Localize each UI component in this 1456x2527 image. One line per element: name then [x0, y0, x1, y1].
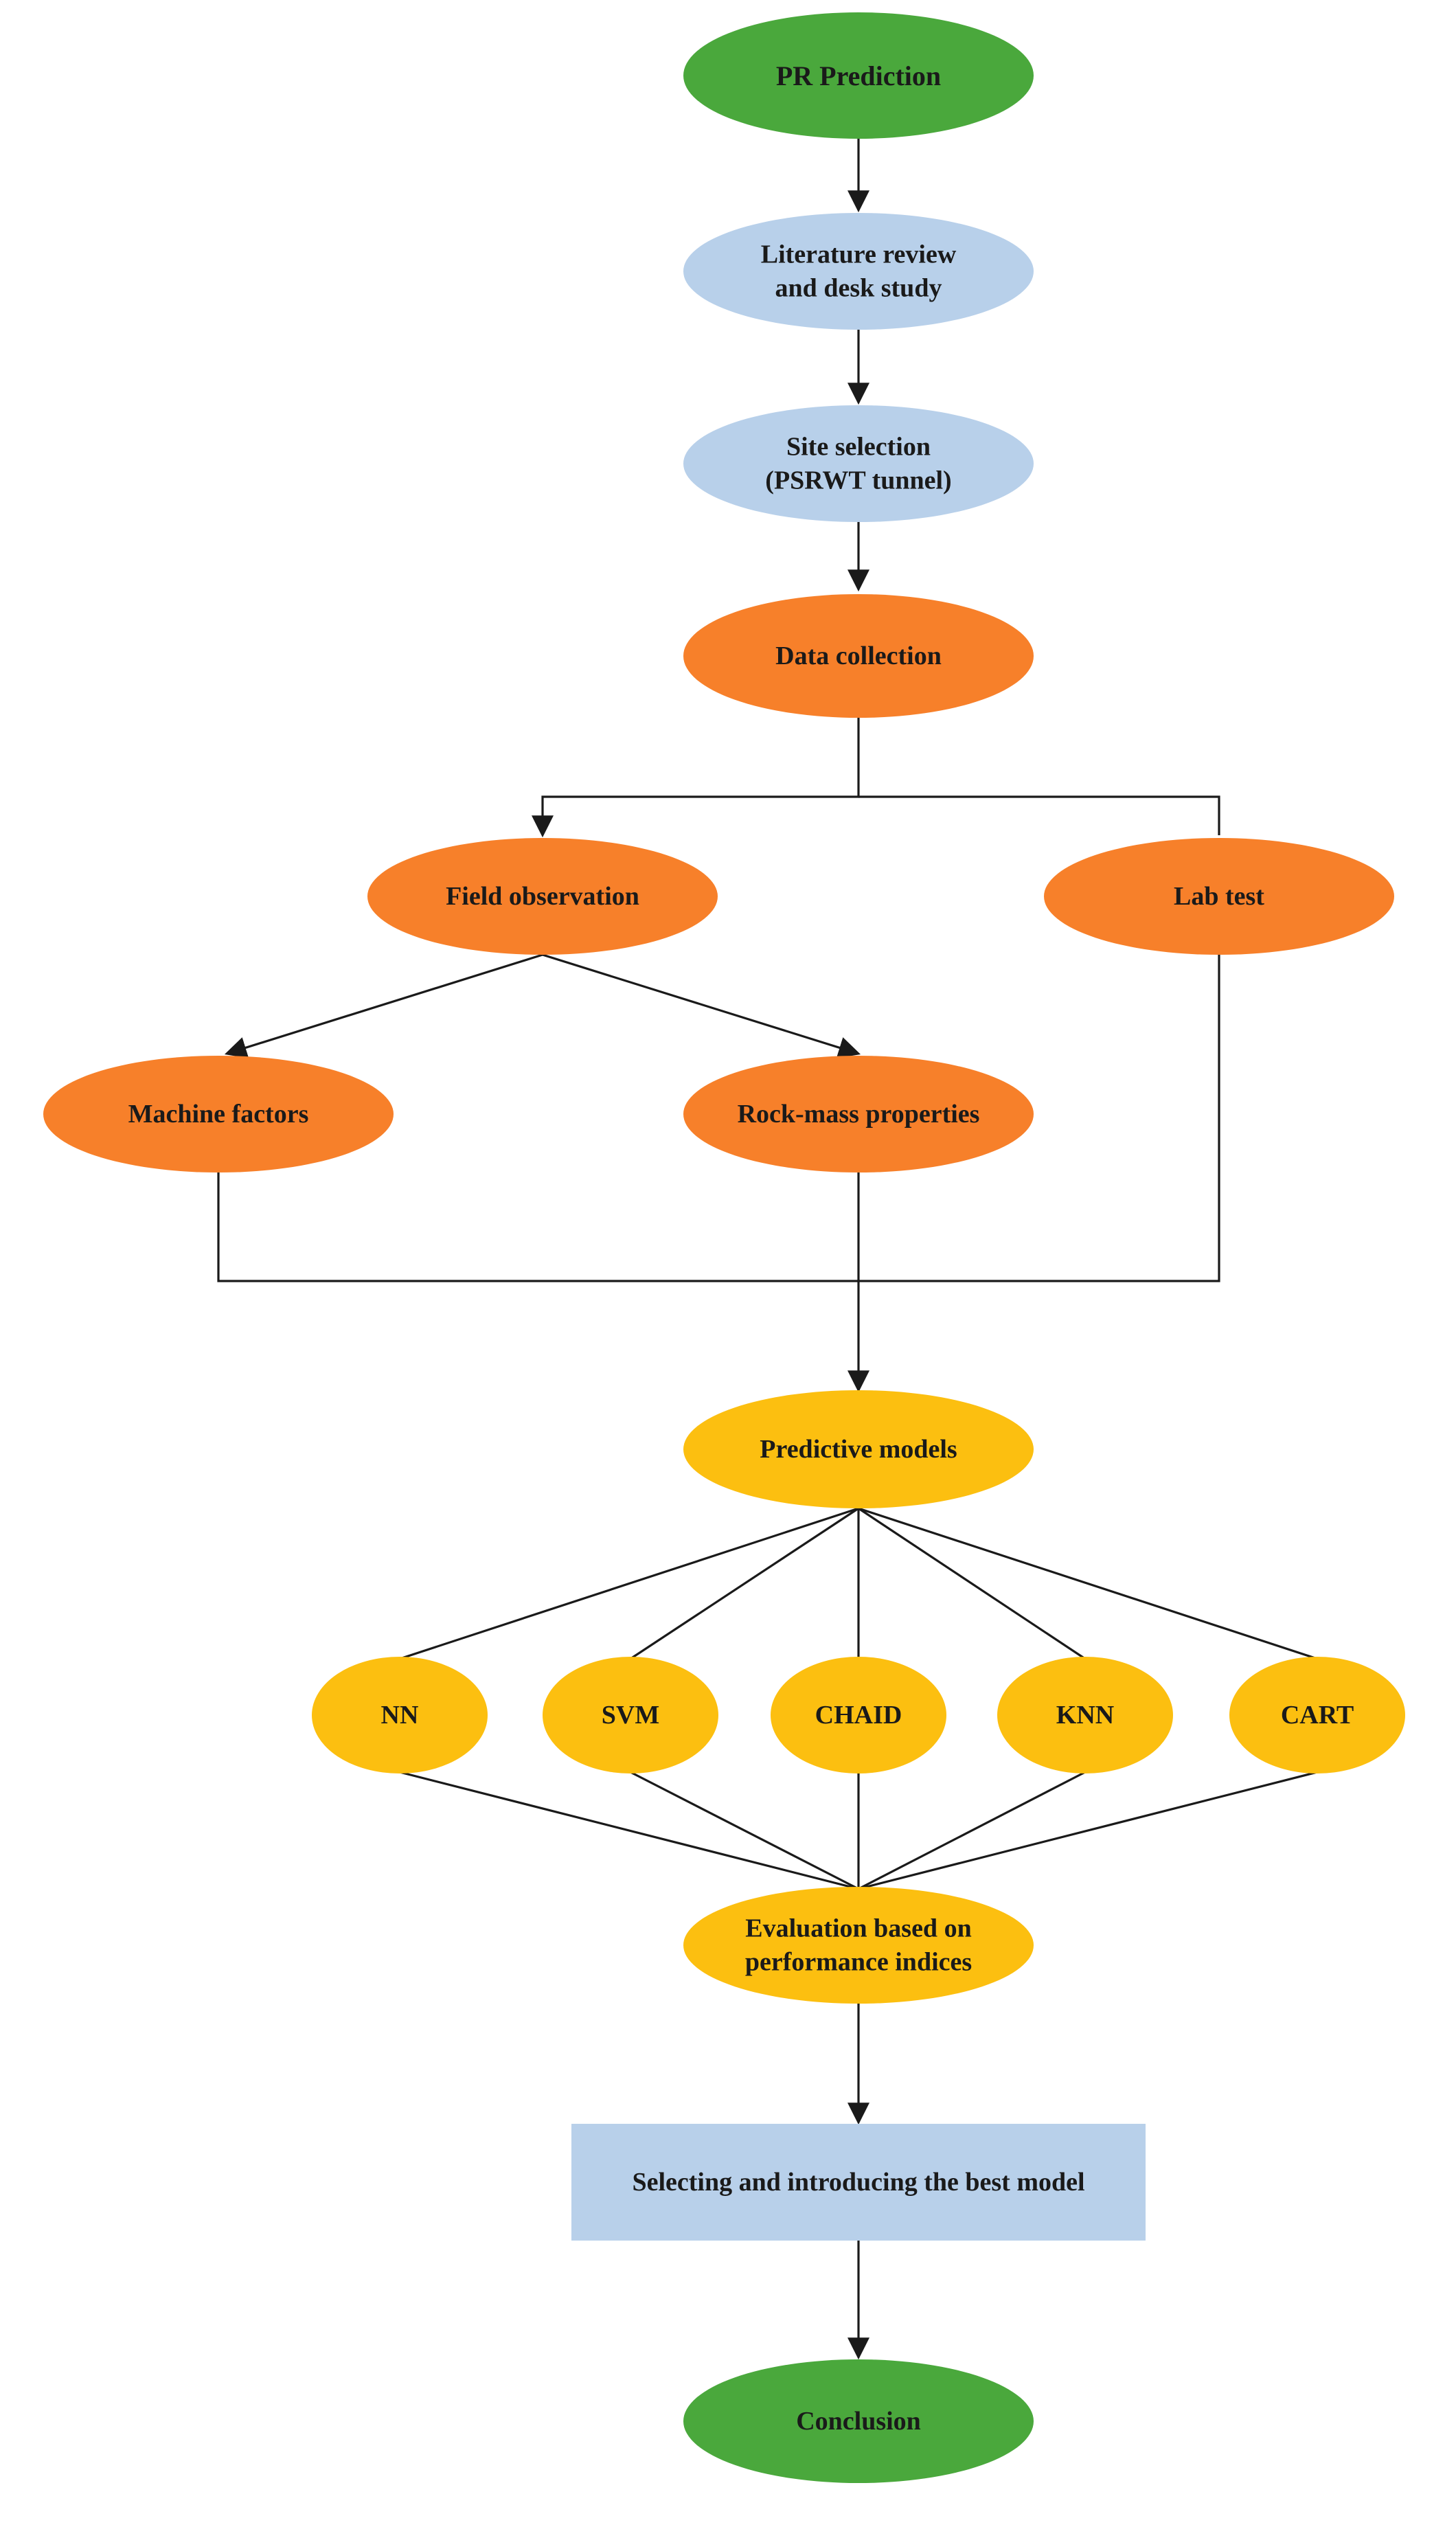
node-label: SVM: [602, 1701, 659, 1730]
node-label: Predictive models: [760, 1435, 957, 1464]
node-label-line: Site selection: [786, 432, 931, 461]
node-label-line: NN: [381, 1701, 419, 1730]
edge-data-to-lab: [858, 795, 1220, 835]
edge-field-to-machine: [224, 953, 543, 1058]
edge-data-split: [532, 718, 860, 838]
node-pr-prediction: PR Prediction: [683, 12, 1034, 139]
node-label-line: Data collection: [775, 642, 942, 670]
edge-machine-merge: [217, 955, 1220, 1282]
node-label-line: CART: [1281, 1701, 1354, 1730]
edge-predictive-cart: [858, 1507, 1318, 1660]
node-svm: SVM: [543, 1657, 718, 1774]
node-shape: [771, 1657, 946, 1774]
node-shape: [543, 1657, 718, 1774]
node-field-observation: Field observation: [367, 838, 718, 955]
node-label-line: Conclusion: [796, 2407, 921, 2436]
node-label: CART: [1281, 1701, 1354, 1730]
edge-predictive-nn: [399, 1507, 859, 1660]
node-shape: [997, 1657, 1173, 1774]
node-knn: KNN: [997, 1657, 1173, 1774]
node-label: Site selection (PSRWT tunnel): [765, 432, 951, 495]
node-lab-test: Lab test: [1044, 838, 1394, 955]
node-chaid: CHAID: [771, 1657, 946, 1774]
node-label: Data collection: [775, 642, 942, 670]
node-label: NN: [381, 1701, 419, 1730]
node-label-line: Rock-mass properties: [738, 1100, 980, 1129]
node-label-line: Lab test: [1174, 882, 1264, 911]
node-shape: [1044, 838, 1394, 955]
node-label-line: Evaluation based on: [745, 1914, 971, 1942]
node-label: CHAID: [815, 1701, 902, 1730]
node-shape: [683, 2359, 1034, 2483]
node-shape: [683, 12, 1034, 139]
node-label-line: SVM: [602, 1701, 659, 1730]
node-label-line: KNN: [1056, 1701, 1114, 1730]
edge-nn-eval: [399, 1771, 859, 1890]
node-label: Selecting and introducing the best model: [632, 2168, 1084, 2197]
node-evaluation: Evaluation based on performance indices: [683, 1887, 1034, 2004]
node-machine-factors: Machine factors: [43, 1056, 394, 1172]
node-shape: [571, 2124, 1146, 2241]
node-label: Field observation: [446, 882, 639, 911]
node-label: Rock-mass properties: [738, 1100, 980, 1129]
node-shape: [367, 838, 718, 955]
node-label: Machine factors: [128, 1100, 309, 1129]
node-rock-mass-properties: Rock-mass properties: [683, 1056, 1034, 1172]
edges: [217, 139, 1318, 2360]
node-label-line: CHAID: [815, 1701, 902, 1730]
node-label-line: Machine factors: [128, 1100, 309, 1129]
node-label-line: and desk study: [775, 274, 942, 303]
node-shape: [312, 1657, 488, 1774]
node-data-collection: Data collection: [683, 594, 1034, 718]
edge-svm-eval: [630, 1771, 859, 1890]
node-label: Lab test: [1174, 882, 1264, 911]
node-literature-review: Literature review and desk study: [683, 213, 1034, 330]
node-label-line: Selecting and introducing the best model: [632, 2168, 1084, 2197]
nodes: PR Prediction Literature review and desk …: [43, 12, 1405, 2483]
node-label: Literature review and desk study: [761, 240, 957, 302]
node-label: KNN: [1056, 1701, 1114, 1730]
node-shape: [683, 1056, 1034, 1172]
node-label: PR Prediction: [776, 60, 941, 91]
node-conclusion: Conclusion: [683, 2359, 1034, 2483]
node-site-selection: Site selection (PSRWT tunnel): [683, 405, 1034, 522]
node-cart: CART: [1229, 1657, 1405, 1774]
edge-predictive-knn: [858, 1507, 1086, 1660]
node-label-line: Field observation: [446, 882, 639, 911]
node-label-line: Literature review: [761, 240, 957, 269]
node-predictive-models: Predictive models: [683, 1390, 1034, 1508]
edge-knn-eval: [858, 1771, 1086, 1890]
node-label-line: PR Prediction: [776, 60, 941, 91]
node-shape: [683, 594, 1034, 718]
node-shape: [683, 1390, 1034, 1508]
edge-cart-eval: [858, 1771, 1318, 1890]
edge-predictive-svm: [630, 1507, 859, 1660]
node-selecting-best-model: Selecting and introducing the best model: [571, 2124, 1146, 2241]
node-nn: NN: [312, 1657, 488, 1774]
node-shape: [683, 1887, 1034, 2004]
node-label-line: (PSRWT tunnel): [765, 466, 951, 495]
node-label: Conclusion: [796, 2407, 921, 2436]
node-label-line: Predictive models: [760, 1435, 957, 1464]
node-shape: [683, 405, 1034, 522]
node-shape: [1229, 1657, 1405, 1774]
edge-field-to-rock: [542, 953, 861, 1058]
node-label: Evaluation based on performance indices: [745, 1914, 972, 1976]
node-shape: [43, 1056, 394, 1172]
node-shape: [683, 213, 1034, 330]
node-label-line: performance indices: [745, 1948, 972, 1977]
